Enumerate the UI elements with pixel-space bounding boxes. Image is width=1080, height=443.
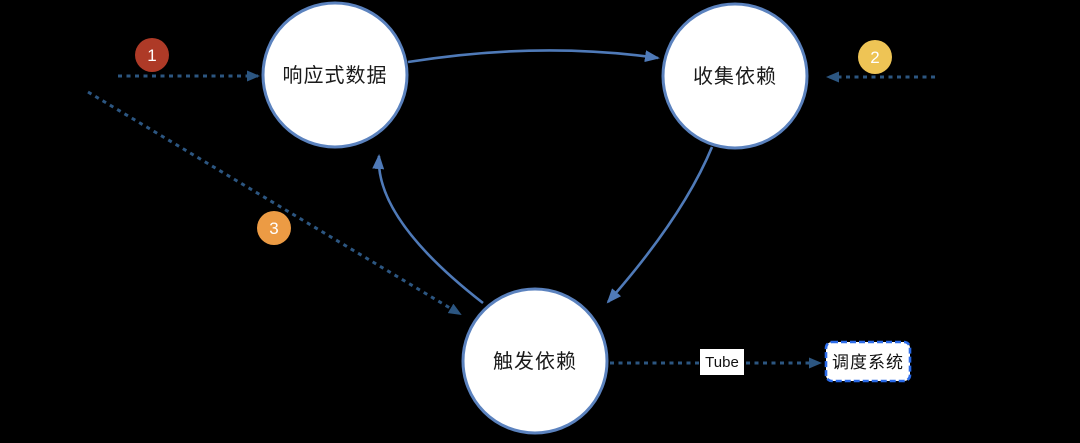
badge-step1-number: 1 <box>147 46 156 65</box>
badge-step3-circle <box>257 211 291 245</box>
tube-label-box <box>700 349 744 375</box>
arc-collect-to-trigger <box>606 146 714 304</box>
node-reactive-data: 响应式数据 <box>261 1 409 149</box>
node-reactive-data-label: 响应式数据 <box>283 64 388 87</box>
badge-step2-number: 2 <box>870 48 879 67</box>
arc-reactive-to-collect <box>407 49 660 64</box>
scheduler-system-box: 调度系统 <box>824 340 912 383</box>
node-collect-deps: 收集依赖 <box>661 2 809 150</box>
badge-step3-number: 3 <box>269 219 278 238</box>
badge-step1: 1 <box>135 38 169 72</box>
node-reactive-data-circle <box>261 1 409 149</box>
tube-edge-label: Tube <box>700 349 744 375</box>
node-trigger-deps-label: 触发依赖 <box>493 350 577 373</box>
arc-trigger-to-reactive <box>372 154 484 305</box>
step3-dashed-arrow <box>87 90 462 316</box>
node-collect-deps-label: 收集依赖 <box>693 65 777 88</box>
node-trigger-deps-circle <box>461 287 609 435</box>
node-collect-deps-circle <box>661 2 809 150</box>
badge-step3: 3 <box>257 211 291 245</box>
badge-step2-circle <box>858 40 892 74</box>
badge-step2: 2 <box>858 40 892 74</box>
scheduler-box-rect <box>824 340 912 383</box>
tube-label-text: Tube <box>705 354 739 371</box>
scheduler-box-label: 调度系统 <box>832 353 904 372</box>
badge-step1-circle <box>135 38 169 72</box>
node-trigger-deps: 触发依赖 <box>461 287 609 435</box>
